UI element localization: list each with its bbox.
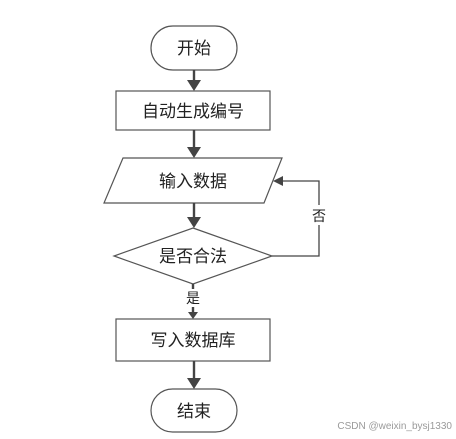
decision-label: 是否合法 — [159, 247, 227, 267]
decision-diamond: 是否合法 — [112, 227, 274, 285]
arrow-start-to-generate — [187, 70, 201, 91]
end-terminator: 结束 — [150, 388, 238, 433]
start-terminator: 开始 — [150, 25, 238, 71]
generate-id-process: 自动生成编号 — [115, 90, 271, 131]
write-database-process: 写入数据库 — [115, 318, 271, 362]
yes-label: 是 — [186, 291, 200, 307]
watermark-text: CSDN @weixin_bysj1330 — [337, 421, 452, 432]
generate-id-label: 自动生成编号 — [142, 102, 244, 122]
arrow-write-to-end — [187, 361, 201, 389]
start-label: 开始 — [177, 39, 211, 59]
arrow-decision-to-write: 是 — [186, 284, 200, 319]
arrow-generate-to-input — [187, 130, 201, 158]
arrow-input-to-decision — [187, 203, 201, 228]
write-database-label: 写入数据库 — [151, 331, 236, 351]
end-label: 结束 — [177, 402, 211, 422]
no-loop-connector: 否 — [272, 176, 328, 257]
no-label: 否 — [312, 209, 326, 225]
input-data-parallelogram: 输入数据 — [103, 157, 283, 204]
input-data-label: 输入数据 — [159, 172, 227, 192]
